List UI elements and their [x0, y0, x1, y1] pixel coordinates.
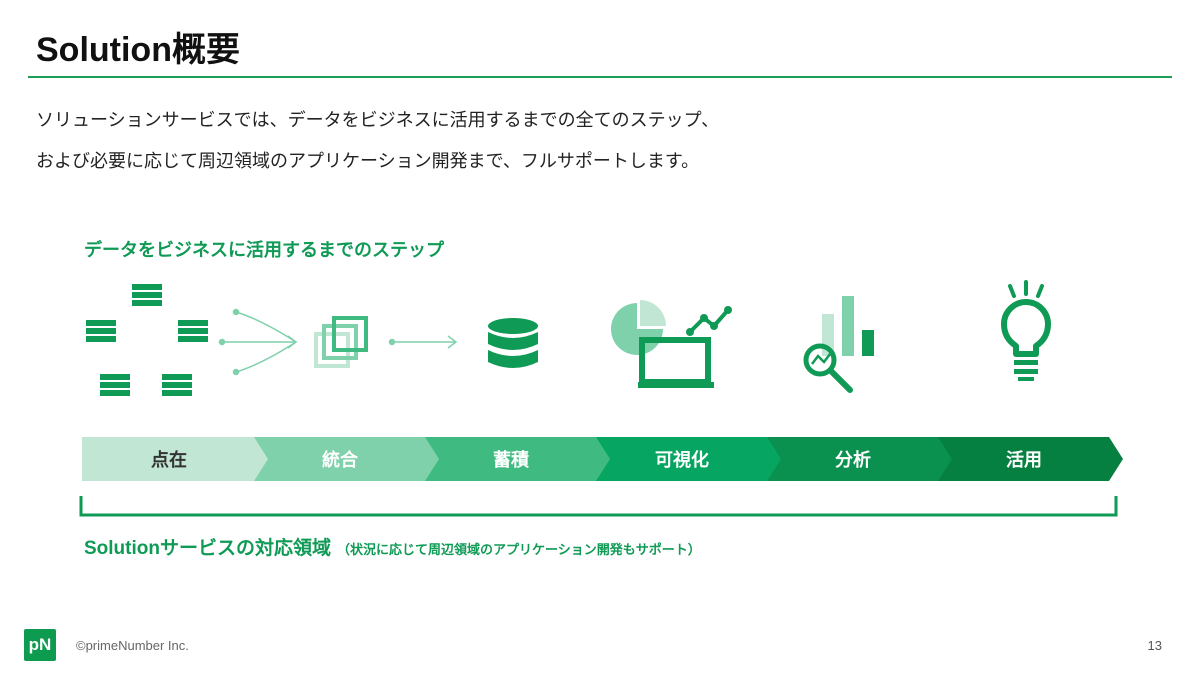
step-icons-row — [86, 280, 1051, 396]
process-chevrons: 点在 統合 蓄積 可視化 分析 活用 — [82, 437, 1123, 481]
company-logo: pN — [24, 629, 56, 661]
step-chevron: 活用 — [937, 437, 1123, 481]
stacked-squares-icon — [314, 316, 368, 368]
page-number: 13 — [1147, 638, 1162, 653]
intro-line-2: および必要に応じて周辺領域のアプリケーション開発まで、フルサポートします。 — [36, 151, 700, 172]
steps-heading: データをビジネスに活用するまでのステップ — [84, 240, 444, 261]
page-title: Solution概要 — [36, 31, 240, 69]
copyright-text: ©primeNumber Inc. — [76, 638, 189, 653]
scattered-servers-icon — [86, 284, 208, 396]
intro-line-1: ソリューションサービスでは、データをビジネスに活用するまでの全てのステップ、 — [36, 110, 720, 131]
converge-arrow-icon — [218, 308, 298, 376]
long-arrow-icon — [388, 335, 458, 349]
step-chevron: 点在 — [82, 437, 268, 481]
step-chevron: 分析 — [766, 437, 952, 481]
step-label: 活用 — [1006, 450, 1042, 471]
step-label: 点在 — [151, 450, 187, 471]
step-chevron: 可視化 — [595, 437, 781, 481]
step-label: 可視化 — [655, 450, 709, 471]
step-label: 統合 — [322, 450, 358, 471]
database-icon — [488, 318, 538, 368]
analysis-magnifier-icon — [803, 296, 874, 393]
lightbulb-icon — [1001, 280, 1051, 381]
step-chevron: 蓄積 — [424, 437, 610, 481]
scope-title: Solutionサービスの対応領域 — [84, 538, 331, 559]
title-divider — [28, 76, 1172, 78]
scope-bracket — [79, 496, 1118, 517]
step-label: 分析 — [835, 450, 871, 471]
dashboard-chart-icon — [611, 300, 732, 388]
scope-caption: Solutionサービスの対応領域 （状況に応じて周辺領域のアプリケーション開発も… — [84, 533, 701, 560]
scope-note: （状況に応じて周辺領域のアプリケーション開発もサポート） — [336, 543, 701, 558]
step-label: 蓄積 — [493, 450, 529, 471]
step-chevron: 統合 — [253, 437, 439, 481]
